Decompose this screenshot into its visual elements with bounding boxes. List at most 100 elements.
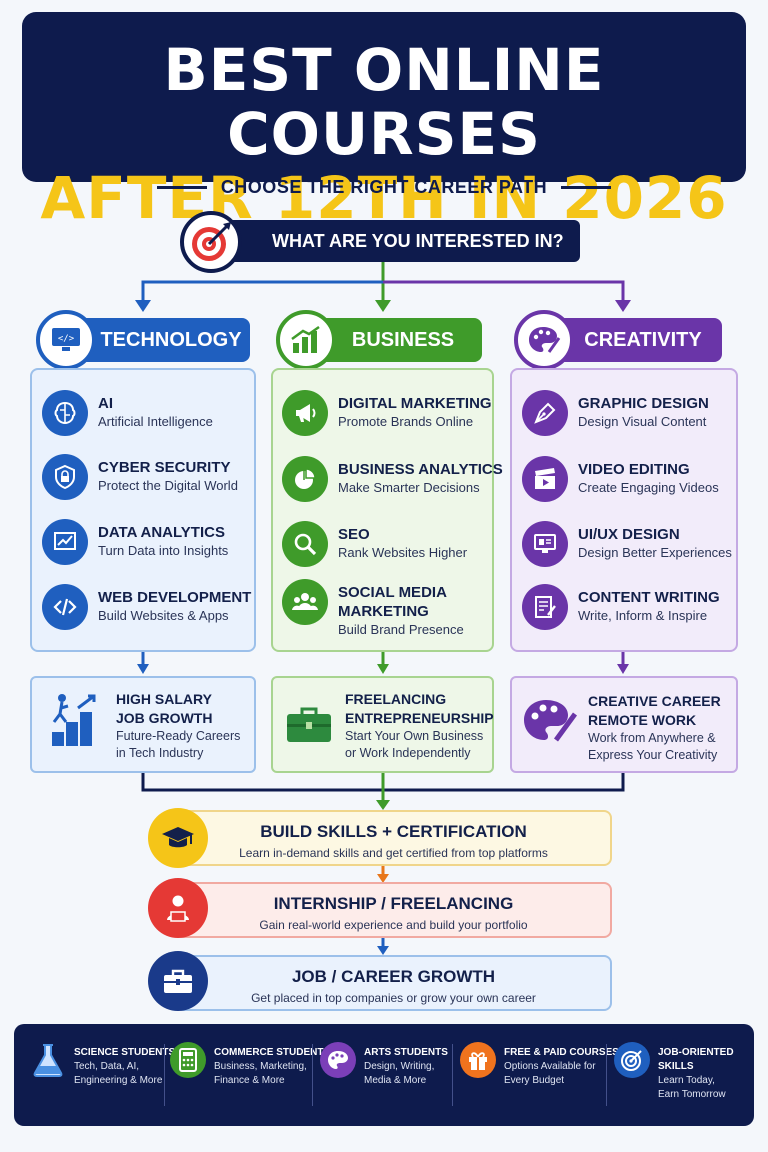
footer-divider: [452, 1044, 453, 1106]
footer-desc-2: Earn Tomorrow: [658, 1089, 726, 1100]
category-title-creativity: CREATIVITY: [584, 328, 702, 351]
course-title: CYBER SECURITY: [98, 459, 231, 476]
course-title: CONTENT WRITING: [578, 589, 720, 606]
bar-growth-icon: [276, 310, 336, 370]
footer-item-job-skills: JOB-ORIENTED SKILLS Learn Today, Earn To…: [614, 1042, 754, 1108]
outcome-line-2: ENTREPRENEURSHIP: [345, 710, 494, 726]
footer-bar: SCIENCE STUDENTS Tech, Data, AI, Enginee…: [14, 1024, 754, 1126]
step-desc: Gain real-world experience and build you…: [259, 918, 528, 932]
outcome-line-2: REMOTE WORK: [588, 712, 697, 728]
outcome-desc-2: Express Your Creativity: [588, 748, 718, 762]
footer-title: ARTS STUDENTS: [364, 1047, 448, 1058]
category-header-technology[interactable]: TECHNOLOGY: [62, 318, 250, 362]
person-laptop-icon: [148, 878, 208, 938]
course-item-digital-marketing[interactable]: DIGITAL MARKETING Promote Brands Online: [282, 390, 492, 436]
footer-item-arts: ARTS STUDENTS Design, Writing, Media & M…: [320, 1042, 448, 1108]
course-desc: Create Engaging Videos: [578, 480, 719, 495]
footer-desc-2: Engineering & More: [74, 1075, 163, 1086]
outcome-desc-2: or Work Independently: [345, 746, 471, 760]
course-title: DATA ANALYTICS: [98, 524, 225, 541]
course-desc: Build Websites & Apps: [98, 608, 229, 623]
monitor-design-icon: [522, 521, 568, 567]
course-desc: Write, Inform & Inspire: [578, 608, 708, 623]
course-title-line-2: MARKETING: [338, 603, 429, 620]
step-title: INTERNSHIP / FREELANCING: [273, 894, 514, 913]
course-title: WEB DEVELOPMENT: [98, 589, 252, 606]
clapperboard-icon: [522, 456, 568, 502]
footer-item-courses: FREE & PAID COURSES Options Available fo…: [460, 1042, 619, 1108]
category-title-business: BUSINESS: [351, 328, 455, 351]
course-item-graphic-design[interactable]: GRAPHIC DESIGN Design Visual Content: [522, 390, 709, 436]
code-icon: [42, 584, 88, 630]
course-item-ai[interactable]: AI Artificial Intelligence: [42, 390, 213, 436]
palette-brush-icon: [514, 310, 574, 370]
footer-desc-1: Options Available for: [504, 1061, 596, 1072]
step-build-skills: BUILD SKILLS + CERTIFICATION Learn in-de…: [175, 810, 612, 866]
title-line-1: BEST ONLINE COURSES: [163, 36, 605, 168]
step-desc: Get placed in top companies or grow your…: [251, 991, 536, 1005]
people-icon: [282, 579, 328, 625]
svg-text:</>: </>: [58, 334, 75, 344]
question-bar: WHAT ARE YOU INTERESTED IN?: [210, 220, 580, 262]
footer-title: SCIENCE STUDENTS: [74, 1047, 176, 1058]
target-icon: [614, 1042, 650, 1078]
course-item-social-media-marketing[interactable]: SOCIAL MEDIA MARKETING Build Brand Prese…: [282, 579, 464, 639]
flask-icon: [30, 1042, 66, 1078]
course-title: VIDEO EDITING: [578, 461, 690, 478]
outcome-line-2: JOB GROWTH: [116, 710, 213, 726]
course-desc: Make Smarter Decisions: [338, 480, 480, 495]
outcome-line-1: HIGH SALARY: [116, 691, 212, 707]
footer-item-commerce: COMMERCE STUDENTS Business, Marketing, F…: [170, 1042, 330, 1108]
subtitle-divider-left: [156, 185, 207, 189]
step-internship: INTERNSHIP / FREELANCING Gain real-world…: [175, 882, 612, 938]
course-item-web-development[interactable]: WEB DEVELOPMENT Build Websites & Apps: [42, 584, 251, 630]
course-item-ui-ux-design[interactable]: UI/UX DESIGN Design Better Experiences: [522, 521, 732, 567]
course-title: UI/UX DESIGN: [578, 526, 680, 543]
course-desc: Promote Brands Online: [338, 414, 474, 429]
growth-stairs-icon: [48, 692, 100, 753]
pen-nib-icon: [522, 390, 568, 436]
course-title: BUSINESS ANALYTICS: [338, 461, 503, 478]
outcome-desc-1: Start Your Own Business: [345, 729, 484, 743]
course-desc: Artificial Intelligence: [98, 414, 213, 429]
footer-desc-1: Tech, Data, AI,: [74, 1061, 140, 1072]
course-item-content-writing[interactable]: CONTENT WRITING Write, Inform & Inspire: [522, 584, 720, 630]
course-desc: Build Brand Presence: [338, 622, 464, 637]
footer-desc-2: Media & More: [364, 1075, 427, 1086]
footer-desc-1: Business, Marketing,: [214, 1061, 307, 1072]
footer-item-science: SCIENCE STUDENTS Tech, Data, AI, Enginee…: [30, 1042, 175, 1108]
question-text: WHAT ARE YOU INTERESTED IN?: [272, 230, 564, 251]
course-item-data-analytics[interactable]: DATA ANALYTICS Turn Data into Insights: [42, 519, 228, 565]
footer-desc-2: Every Budget: [504, 1075, 565, 1086]
course-desc: Design Better Experiences: [578, 545, 732, 560]
outcome-line-1: FREELANCING: [345, 691, 447, 707]
course-desc: Rank Websites Higher: [338, 545, 468, 560]
course-item-seo[interactable]: SEO Rank Websites Higher: [282, 521, 467, 567]
course-item-cyber-security[interactable]: CYBER SECURITY Protect the Digital World: [42, 454, 238, 500]
pie-chart-icon: [282, 456, 328, 502]
outcome-technology: HIGH SALARY JOB GROWTH Future-Ready Care…: [30, 676, 256, 773]
footer-divider: [606, 1044, 607, 1106]
footer-desc-1: Design, Writing,: [364, 1061, 435, 1072]
outcome-desc-1: Future-Ready Careers: [116, 729, 241, 743]
category-title-technology: TECHNOLOGY: [100, 328, 242, 351]
footer-title: COMMERCE STUDENTS: [214, 1047, 331, 1058]
gift-icon: [460, 1042, 496, 1078]
course-item-video-editing[interactable]: VIDEO EDITING Create Engaging Videos: [522, 456, 719, 502]
course-title: GRAPHIC DESIGN: [578, 395, 709, 412]
magnifier-icon: [282, 521, 328, 567]
briefcase-icon: [285, 704, 333, 749]
course-item-business-analytics[interactable]: BUSINESS ANALYTICS Make Smarter Decision…: [282, 456, 503, 502]
shield-lock-icon: [42, 454, 88, 500]
megaphone-icon: [282, 390, 328, 436]
course-desc: Turn Data into Insights: [98, 543, 229, 558]
course-title: DIGITAL MARKETING: [338, 395, 492, 412]
footer-divider: [164, 1044, 165, 1106]
graduation-cap-icon: [148, 808, 208, 868]
title-line-2: AFTER 12TH IN 2026: [40, 164, 728, 232]
footer-divider: [312, 1044, 313, 1106]
subtitle: CHOOSE THE RIGHT CAREER PATH: [220, 176, 548, 197]
step-title: JOB / CAREER GROWTH: [291, 967, 496, 986]
course-desc: Design Visual Content: [578, 414, 707, 429]
